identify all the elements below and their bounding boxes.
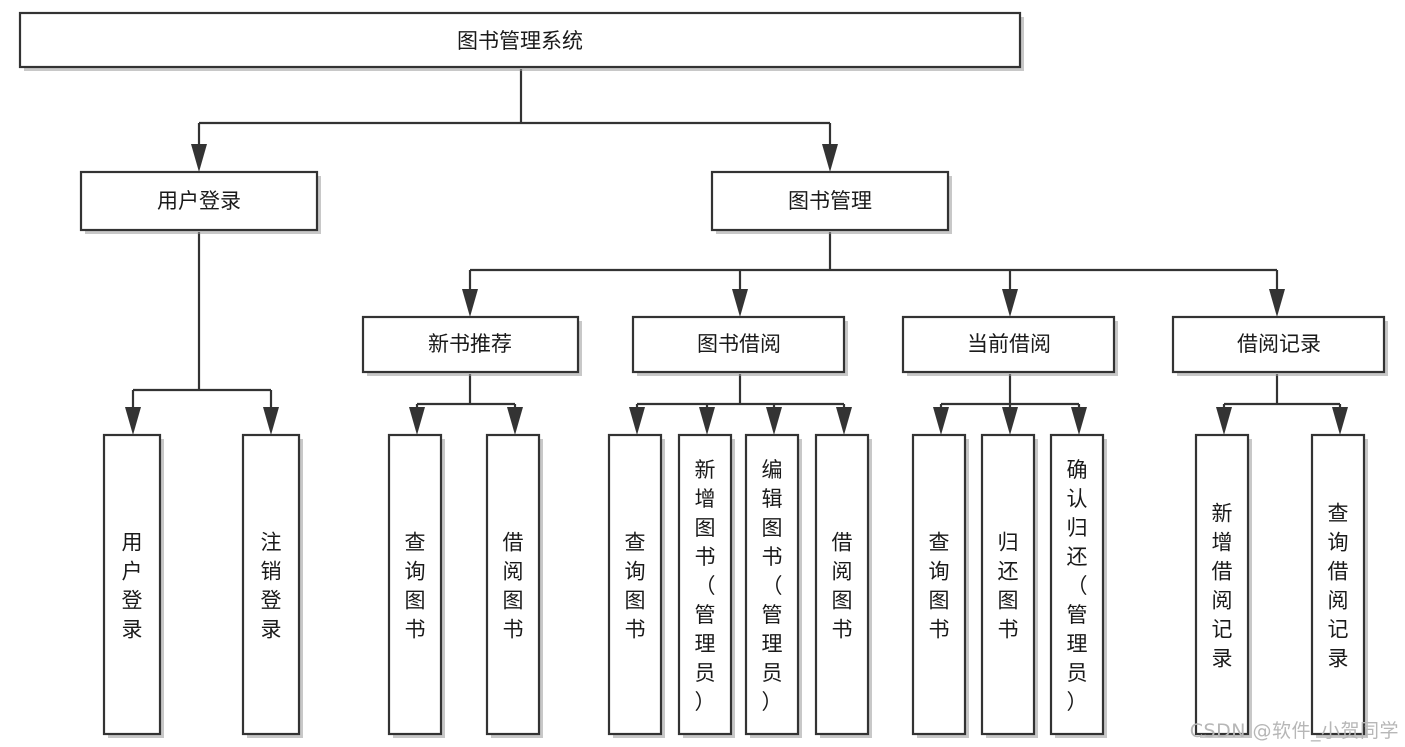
leaf-node[interactable]: 借阅图书 (814, 433, 872, 738)
node-book-borrow-box[interactable] (631, 315, 846, 374)
leaf-add-book-label: 新增图书（管理员） (695, 458, 716, 714)
node-root[interactable]: 图书管理系统 (18, 11, 1024, 71)
arrow-head-leaf-return-book (1002, 407, 1018, 435)
arrow-head-current-borrow (1002, 289, 1018, 317)
arrow-head-leaf-logout-login (263, 407, 279, 435)
arrow-head-leaf-query-record (1332, 407, 1348, 435)
leaf-query-book-2-label: 查询图书 (625, 531, 646, 642)
leaf-borrow-book-2-box[interactable] (814, 433, 870, 736)
node-book-manage-box[interactable] (710, 170, 950, 232)
node-new-book-recommend[interactable]: 新书推荐 (361, 315, 582, 376)
node-root-label: 图书管理系统 (457, 29, 583, 53)
leaf-edit-book-label: 编辑图书（管理员） (762, 458, 783, 714)
leaf-node[interactable]: 查询图书 (911, 433, 969, 738)
leaf-borrow-book-1-label: 借阅图书 (503, 531, 524, 642)
arrow-head-new-book-recommend (462, 289, 478, 317)
leaf-user-login-label: 用户登录 (122, 531, 143, 642)
node-user-login-label: 用户登录 (157, 189, 241, 213)
leaf-node[interactable]: 确认归还（管理员） (1049, 433, 1107, 738)
leaf-query-book-1-box[interactable] (387, 433, 443, 736)
arrow-head-user-login (191, 144, 207, 172)
leaf-node[interactable]: 新增图书（管理员） (677, 433, 735, 738)
leaf-query-record-label: 查询借阅记录 (1328, 502, 1349, 671)
node-borrow-record-label: 借阅记录 (1237, 332, 1321, 356)
leaf-query-book-3-label: 查询图书 (929, 531, 950, 642)
leaf-node[interactable]: 新增借阅记录 (1194, 433, 1252, 738)
node-current-borrow-box[interactable] (901, 315, 1116, 374)
node-book-borrow-label: 图书借阅 (697, 332, 781, 356)
leaf-borrow-book-2-label: 借阅图书 (832, 531, 853, 642)
arrow-head-leaf-user-login (125, 407, 141, 435)
node-root-box[interactable] (18, 11, 1022, 69)
csdn-watermark: CSDN @软件_小贺同学 (1189, 720, 1399, 742)
arrow-head-leaf-borrow-book-1 (507, 407, 523, 435)
arrow-head-leaf-borrow-book-2 (836, 407, 852, 435)
arrow-head-leaf-confirm-return (1071, 407, 1087, 435)
leaf-query-record-box[interactable] (1310, 433, 1366, 736)
leaf-node[interactable]: 查询借阅记录 (1310, 433, 1368, 738)
arrow-head-leaf-query-book-3 (933, 407, 949, 435)
node-user-login[interactable]: 用户登录 (79, 170, 321, 234)
leaf-query-book-1-label: 查询图书 (405, 531, 426, 642)
leaf-query-book-3-box[interactable] (911, 433, 967, 736)
leaf-add-record-box[interactable] (1194, 433, 1250, 736)
leaf-return-book-label: 归还图书 (998, 531, 1019, 642)
node-borrow-record-box[interactable] (1171, 315, 1386, 374)
leaf-node[interactable]: 借阅图书 (485, 433, 543, 738)
leaf-node[interactable]: 查询图书 (607, 433, 665, 738)
node-borrow-record[interactable]: 借阅记录 (1171, 315, 1388, 376)
node-book-borrow[interactable]: 图书借阅 (631, 315, 848, 376)
node-current-borrow-label: 当前借阅 (967, 332, 1051, 356)
leaf-logout-login-label: 注销登录 (261, 531, 282, 642)
node-new-book-recommend-box[interactable] (361, 315, 580, 374)
node-user-login-box[interactable] (79, 170, 319, 232)
leaf-edit-book-box[interactable] (744, 433, 800, 736)
arrow-head-leaf-edit-book (766, 407, 782, 435)
arrow-head-leaf-add-record (1216, 407, 1232, 435)
connector-layer (125, 69, 1348, 435)
leaf-node[interactable]: 查询图书 (387, 433, 445, 738)
leaf-add-book-box[interactable] (677, 433, 733, 736)
leaf-add-record-label: 新增借阅记录 (1212, 502, 1233, 671)
arrow-head-leaf-add-book (699, 407, 715, 435)
node-book-manage-label: 图书管理 (788, 189, 872, 213)
leaf-return-book-box[interactable] (980, 433, 1036, 736)
leaf-query-book-2-box[interactable] (607, 433, 663, 736)
leaf-confirm-return-label: 确认归还（管理员） (1067, 458, 1088, 714)
leaf-node[interactable]: 编辑图书（管理员） (744, 433, 802, 738)
node-current-borrow[interactable]: 当前借阅 (901, 315, 1118, 376)
node-new-book-recommend-label: 新书推荐 (428, 332, 512, 356)
arrow-head-book-manage (822, 144, 838, 172)
arrow-head-borrow-record (1269, 289, 1285, 317)
leaf-confirm-return-box[interactable] (1049, 433, 1105, 736)
leaf-borrow-book-1-box[interactable] (485, 433, 541, 736)
leaf-node[interactable]: 归还图书 (980, 433, 1038, 738)
leaf-node[interactable]: 注销登录 (241, 433, 303, 738)
node-book-manage[interactable]: 图书管理 (710, 170, 952, 234)
leaf-user-login-box[interactable] (102, 433, 162, 736)
arrow-head-leaf-query-book-2 (629, 407, 645, 435)
leaf-node[interactable]: 用户登录 (102, 433, 164, 738)
arrow-head-leaf-query-book-1 (409, 407, 425, 435)
leaf-logout-login-box[interactable] (241, 433, 301, 736)
arrow-head-book-borrow (732, 289, 748, 317)
